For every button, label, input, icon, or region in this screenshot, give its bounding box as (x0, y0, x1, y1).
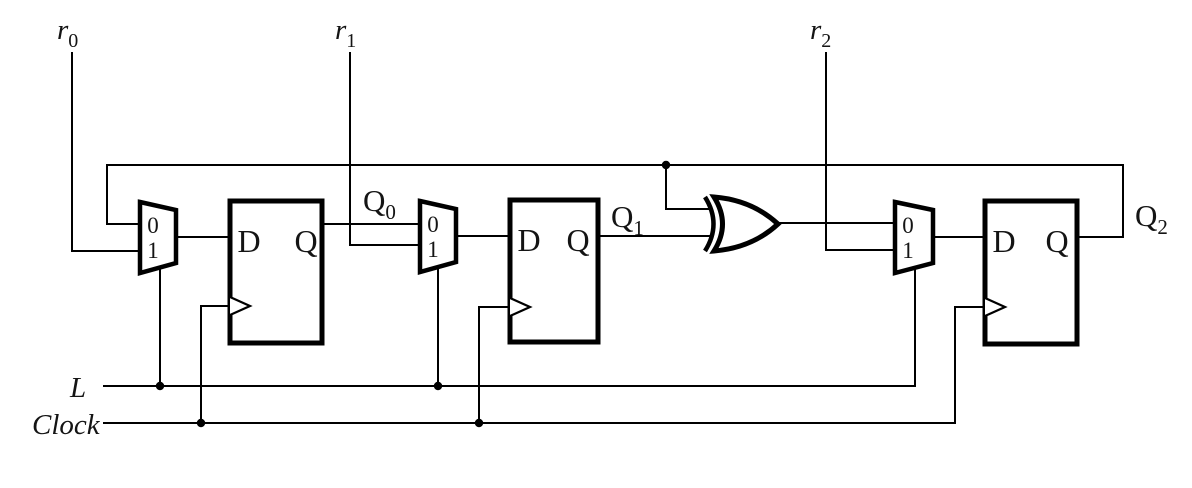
mux2-symbol (417, 198, 459, 275)
wire-r1 (349, 52, 420, 246)
flipflop3-d-label: D (992, 223, 1015, 259)
wire-clock-ff2 (478, 306, 510, 423)
flipflop3-box (982, 198, 1080, 347)
net-label-q2: Q2 (1135, 198, 1168, 239)
flipflop2-d-label: D (517, 222, 540, 258)
flipflop1-q-label: Q (294, 223, 317, 259)
flipflop1-clock-triangle-icon (229, 295, 253, 317)
wire-load-rail (103, 268, 916, 387)
mux1-input0-label: 0 (147, 213, 159, 238)
junction-dot-load-mux2 (433, 381, 443, 391)
xor-gate (709, 194, 782, 254)
wire-feedback (106, 164, 1124, 238)
mux3-input0-label: 0 (902, 213, 914, 238)
wire-feedback-to-xor (665, 165, 712, 210)
load-label: L (69, 372, 86, 404)
flipflop3-q-label: Q (1045, 223, 1068, 259)
net-label-q0: Q0 (363, 183, 396, 224)
clock-label: Clock (32, 409, 101, 441)
input-label-r2: r2 (810, 14, 831, 52)
flipflop2-box (507, 197, 601, 345)
junction-dot-load-mux1 (155, 381, 165, 391)
flipflop1-box (227, 198, 325, 346)
junction-dot-feedback-xor (661, 160, 671, 170)
xor-gate-input-curve (703, 195, 716, 253)
junction-dot-clock-ff1 (196, 418, 206, 428)
flipflop2-q-label: Q (566, 222, 589, 258)
flipflop2-clock-triangle-icon (509, 296, 533, 318)
wire-clock-ff1 (200, 305, 230, 423)
wire-clock-rail (103, 306, 985, 424)
net-label-q1: Q1 (611, 199, 644, 240)
flipflop1-d-label: D (237, 223, 260, 259)
mux1-input1-label: 1 (147, 238, 159, 263)
mux1-symbol (137, 199, 179, 276)
wire-r0 (71, 52, 140, 252)
mux2-input0-label: 0 (427, 212, 439, 237)
mux3-input1-label: 1 (902, 238, 914, 263)
mux2-input1-label: 1 (427, 237, 439, 262)
input-label-r0: r0 (57, 14, 78, 52)
wire-r2 (825, 52, 895, 251)
input-label-r1: r1 (335, 14, 356, 52)
mux3-symbol (892, 199, 936, 276)
junction-dot-clock-ff2 (474, 418, 484, 428)
flipflop3-clock-triangle-icon (984, 296, 1008, 318)
